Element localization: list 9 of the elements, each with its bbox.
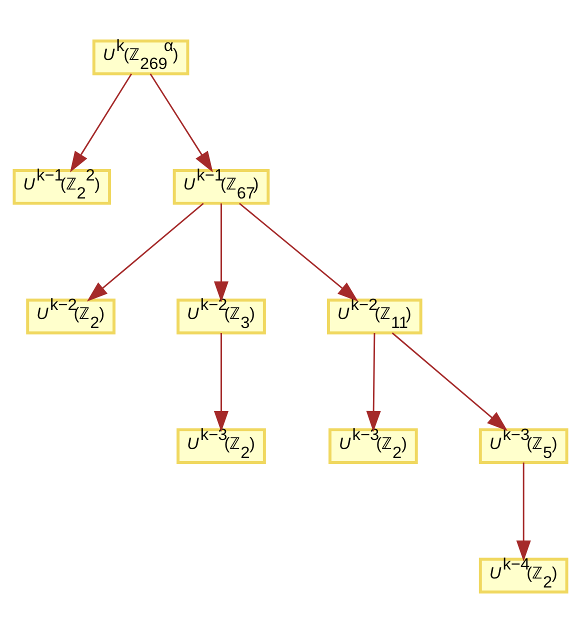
arrow bbox=[86, 202, 204, 302]
arrow bbox=[392, 332, 508, 432]
arrow bbox=[366, 333, 381, 432]
arrow bbox=[70, 73, 132, 172]
arrow bbox=[214, 333, 229, 432]
arrow bbox=[516, 462, 531, 562]
arrow bbox=[150, 73, 213, 172]
arrow bbox=[238, 202, 358, 302]
arrow bbox=[214, 203, 229, 302]
